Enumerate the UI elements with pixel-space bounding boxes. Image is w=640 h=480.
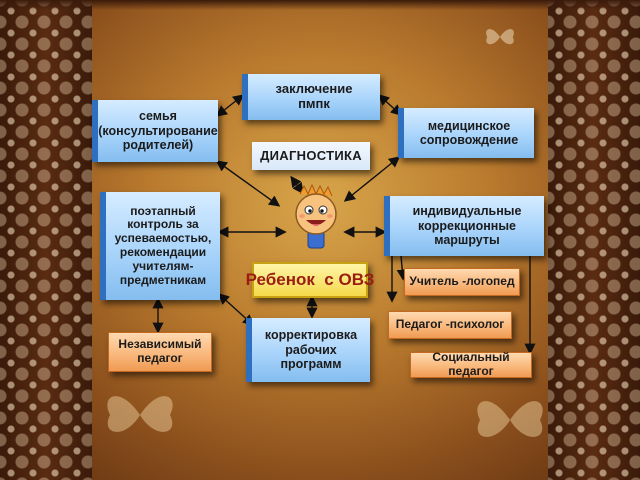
node-social-pedagogue: Социальный педагог [410, 350, 532, 378]
cartoon-child-icon [295, 184, 337, 249]
butterfly-icon [107, 396, 173, 432]
node-correction-programs: корректировка рабочих программ [246, 318, 370, 382]
node-medical: медицинское сопровождение [398, 108, 534, 158]
ornamental-frame-right [548, 0, 640, 480]
frame-top-shade [0, 0, 640, 10]
butterfly-icon [486, 28, 514, 45]
node-diagnostics: ДИАГНОСТИКА [252, 142, 370, 170]
node-psychologist: Педагог -психолог [388, 311, 512, 339]
node-routes: индивидуальные коррекционные маршруты [384, 196, 544, 256]
ornamental-frame-left [0, 0, 92, 480]
node-control: поэтапный контроль за успеваемостью, рек… [100, 192, 220, 300]
node-child-ovz: Ребенок с ОВЗ [246, 262, 374, 298]
node-conclusion-pmpk: заключение пмпк [242, 74, 380, 120]
butterfly-icon [477, 401, 543, 437]
node-speech-therapist: Учитель -логопед [404, 268, 520, 296]
node-independent-pedagogue: Независимый педагог [108, 332, 212, 372]
node-family: семья (консультирование родителей) [92, 100, 218, 162]
